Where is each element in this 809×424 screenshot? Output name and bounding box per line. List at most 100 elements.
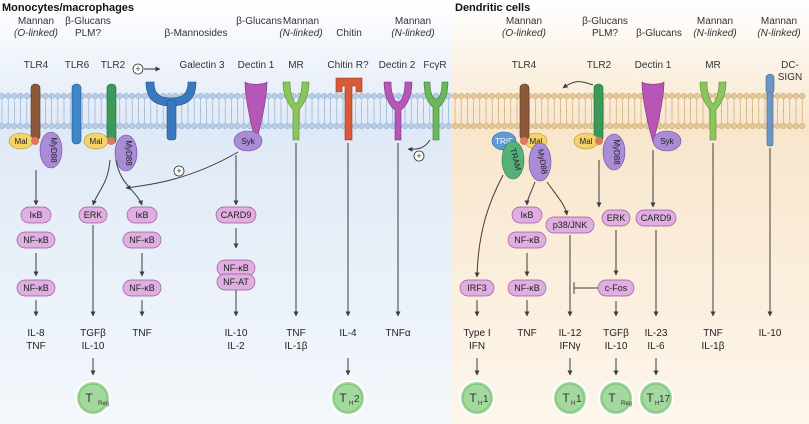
adaptors-tlr2-left: Mal MyD88: [83, 132, 138, 172]
lipid-head: [308, 122, 316, 130]
cytokine-il10: IL-10: [759, 328, 782, 339]
lipid-head: [687, 92, 694, 100]
lipid-head: [582, 122, 589, 130]
lipid-head: [383, 122, 390, 130]
lipid-head: [91, 92, 99, 100]
signal-label-erk: ERK: [607, 213, 626, 223]
signal-node-irf3: [459, 279, 495, 297]
mal-label: Mal: [15, 137, 28, 146]
lipid-head: [551, 122, 558, 130]
tir-dot: [107, 137, 115, 145]
signal-label-nfkb: NF-κB: [514, 283, 540, 293]
lipid-head: [557, 122, 564, 130]
lipid-head: [588, 122, 595, 130]
signal-label-ikb: IκB: [135, 210, 148, 220]
lipid-head: [749, 92, 756, 100]
lipid-head: [352, 92, 359, 100]
lipid-head: [774, 92, 781, 100]
receptor-label-tlr2-right: TLR2: [587, 60, 612, 71]
signal-node-nfkb: [507, 279, 547, 297]
lipid-head: [395, 92, 402, 100]
cytokine-il23: IL-23: [645, 328, 668, 339]
lipid-head: [606, 92, 614, 100]
lipid-head: [191, 122, 198, 130]
lipid-head: [476, 92, 483, 100]
ligand-bglucans-left: β-Glucans: [236, 16, 282, 27]
lipid-head: [532, 122, 539, 130]
tir-dot: [31, 137, 39, 145]
lipid-head: [141, 92, 148, 100]
lipid-head: [60, 122, 68, 130]
receptor-label-tlr2-left: TLR2: [101, 60, 126, 71]
cell-label: T: [608, 391, 616, 405]
cell-subscript: Reg: [98, 401, 109, 407]
lipid-head: [228, 122, 235, 130]
lipid-head: [668, 92, 676, 100]
cell-label: T: [562, 391, 570, 405]
lipid-head: [743, 92, 750, 100]
right-panel-title: Dendritic cells: [455, 2, 530, 14]
lipid-head: [228, 92, 235, 100]
lipid-head: [451, 92, 459, 100]
lipid-head: [135, 92, 142, 100]
cell-number: 1: [483, 394, 489, 405]
receptor-label-dc-sign: DC-: [781, 60, 799, 71]
lipid-head: [0, 92, 6, 100]
lipid-head: [315, 92, 322, 100]
cell-number: 2: [354, 394, 360, 405]
adaptors-tlr4-right: TRIF TRAM Mal MyD88: [491, 131, 552, 182]
lipid-head: [489, 122, 496, 130]
myd88-label: MyD88: [49, 137, 58, 163]
signal-label-ikb: IκB: [29, 210, 42, 220]
dc-sign-receptor: [765, 73, 775, 147]
lipid-head: [792, 92, 800, 100]
lipid-head: [352, 122, 359, 130]
lipid-head: [668, 122, 676, 130]
cytokine-tnf: TNF: [132, 328, 151, 339]
signal-node-p38jnk: [545, 216, 595, 234]
lipid-head: [588, 92, 595, 100]
lipid-head: [786, 122, 793, 130]
tir-dot: [595, 137, 603, 145]
lipid-head: [116, 122, 123, 130]
signal-node-ikb: [20, 206, 52, 224]
cell-label: T: [469, 391, 477, 405]
ligand-mannan-n-left-sub: (N-linked): [279, 28, 322, 39]
lipid-head: [687, 122, 694, 130]
receptor-label-tlr6: TLR6: [65, 60, 90, 71]
receptor-label-tlr4-right: TLR4: [512, 60, 537, 71]
receptor-label-tlr4-left: TLR4: [24, 60, 49, 71]
ligand-chitin: Chitin: [336, 28, 362, 39]
myd88-label: MyD88: [124, 140, 133, 166]
signal-label-nfkb: NF-κB: [129, 235, 155, 245]
lipid-head: [222, 122, 229, 130]
lipid-head: [458, 122, 465, 130]
chitin-r-receptor: [335, 77, 363, 141]
myd88-adaptor: [602, 133, 626, 171]
mal-label: Mal: [90, 137, 103, 146]
lipid-head: [544, 122, 552, 130]
lipid-head: [308, 92, 316, 100]
lipid-head: [724, 122, 731, 130]
lipid-head: [129, 92, 136, 100]
cell-label: T: [339, 391, 347, 405]
cytokine-il6: IL-6: [647, 341, 665, 352]
tlr2-receptor-right: [593, 83, 604, 143]
lipid-head: [619, 92, 626, 100]
lipid-head: [0, 122, 6, 130]
cell-subscript: H: [571, 401, 575, 407]
ligand-bglucans-plm-left: β-Glucans: [65, 16, 111, 27]
lipid-head: [271, 122, 278, 130]
plus-markers: + + +: [132, 63, 425, 177]
lipid-head: [613, 122, 620, 130]
lipid-head: [625, 92, 632, 100]
lipid-head: [42, 92, 49, 100]
lipid-head: [507, 92, 514, 100]
tram-adaptor: [501, 140, 525, 180]
lipid-head: [60, 92, 68, 100]
ligand-mannan-n-right2-sub: (N-linked): [757, 28, 800, 39]
ligand-bglucans-plm-left-sub: PLM?: [75, 28, 102, 39]
lipid-head: [370, 122, 378, 130]
lipid-head: [414, 92, 421, 100]
